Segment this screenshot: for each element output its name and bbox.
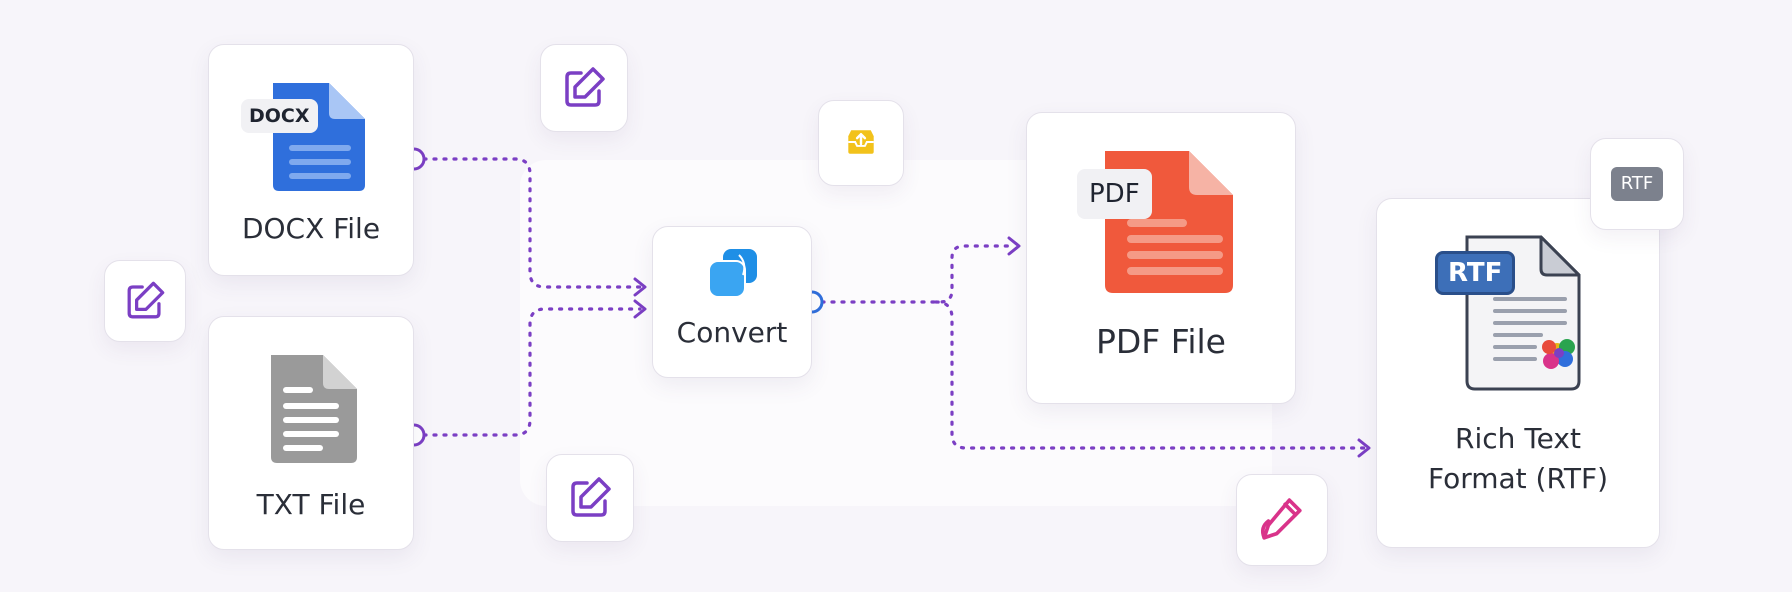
docx-tag: DOCX bbox=[241, 99, 318, 133]
rtf-badge: RTF bbox=[1611, 167, 1663, 201]
txt-file-card[interactable]: TXT File bbox=[208, 316, 414, 550]
pen-tile[interactable] bbox=[1236, 474, 1328, 566]
rtf-label-line2: Format (RTF) bbox=[1427, 462, 1609, 495]
txt-file-label: TXT File bbox=[256, 488, 366, 521]
edit-icon bbox=[565, 67, 605, 107]
convert-card[interactable]: Convert bbox=[652, 226, 812, 378]
rtf-tag: RTF bbox=[1435, 251, 1516, 295]
pdf-tag: PDF bbox=[1077, 169, 1152, 219]
inbox-upload-icon bbox=[848, 130, 874, 154]
docx-file-card[interactable]: DOCX DOCX File bbox=[208, 44, 414, 276]
edit-icon bbox=[127, 281, 165, 319]
inbox-upload-tile[interactable] bbox=[818, 100, 904, 186]
edit-tile-left[interactable] bbox=[104, 260, 186, 342]
edit-icon bbox=[571, 477, 611, 517]
rtf-file-card[interactable]: RTF Rich Text Format (RTF) bbox=[1376, 198, 1660, 548]
edit-tile-bottom[interactable] bbox=[546, 454, 634, 542]
pdf-file-card[interactable]: PDF PDF File bbox=[1026, 112, 1296, 404]
arrowhead-rtf bbox=[1357, 438, 1371, 458]
edit-tile-top[interactable] bbox=[540, 44, 628, 132]
docx-file-icon bbox=[273, 83, 365, 191]
rtf-badge-tile[interactable]: RTF bbox=[1590, 138, 1684, 230]
pen-icon bbox=[1261, 498, 1302, 540]
txt-file-icon bbox=[271, 355, 357, 463]
pdf-file-label: PDF File bbox=[1095, 322, 1226, 361]
rtf-label-line1: Rich Text bbox=[1455, 422, 1581, 455]
docx-file-label: DOCX File bbox=[241, 212, 381, 245]
color-palette-icon bbox=[1542, 339, 1575, 369]
convert-copy-icon bbox=[708, 249, 757, 298]
convert-label: Convert bbox=[676, 316, 788, 349]
